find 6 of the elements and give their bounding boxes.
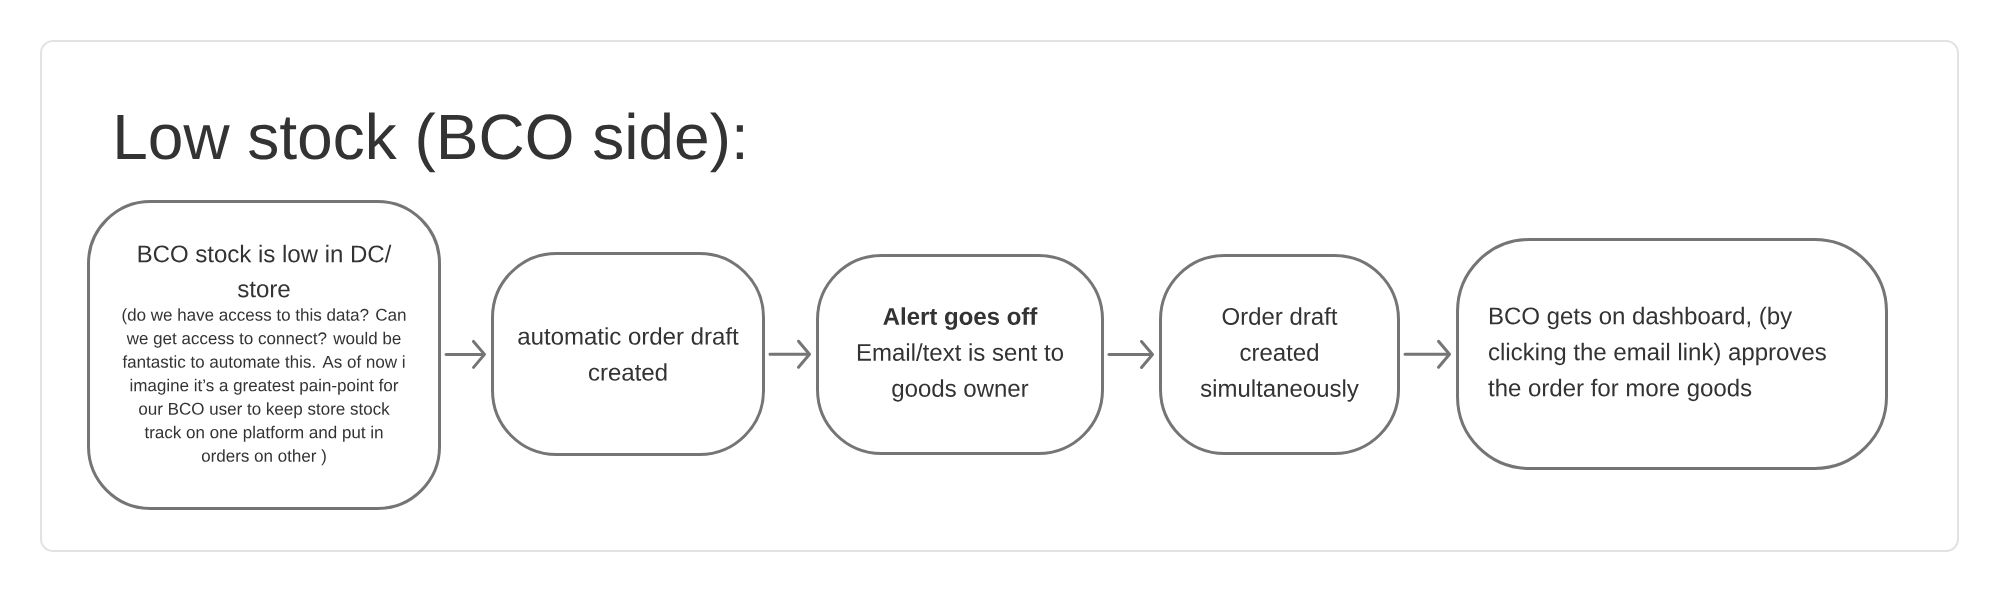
process-box: Alert goes off Email/text is sent to goods owner	[816, 254, 1104, 455]
process-box: BCO gets on dashboard, (by clicking the email link) approves the order for more goods	[1456, 238, 1888, 470]
process-box: automatic order draft created	[491, 252, 765, 456]
process-box: BCO stock is low in DC/ store (do we have access to this data? Can we get access to connect? would be fantastic to automate this. As of now i imagine it’s a greatest pain-point for our BCO user to keep store stock track on one platform and put in orders on other )	[87, 200, 441, 510]
process-box: Order draft created simultaneously	[1159, 254, 1400, 455]
title: Low stock (BCO side):	[117, 112, 743, 173]
